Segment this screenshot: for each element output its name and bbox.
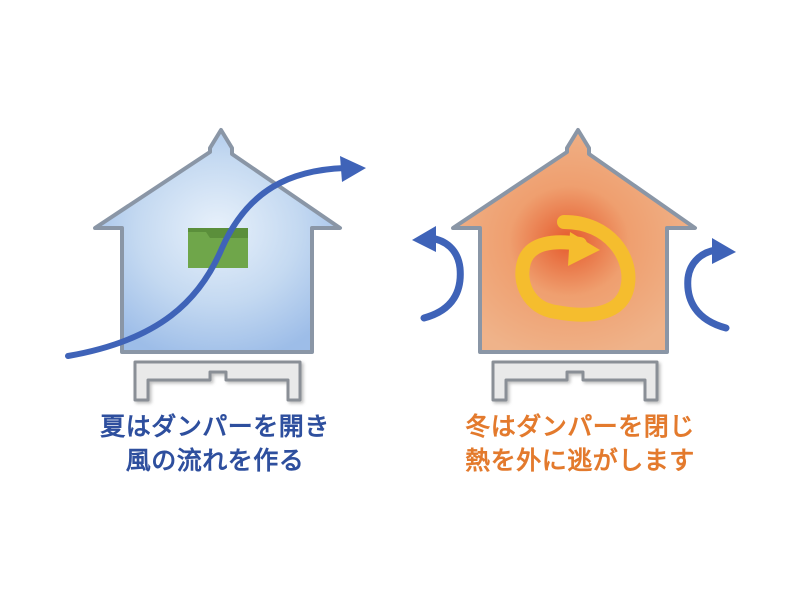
left-escape-arrow <box>420 234 464 322</box>
summer-foundation <box>133 360 302 402</box>
summer-caption-line2: 風の流れを作る <box>125 446 305 475</box>
winter-caption-line2: 熱を外に逃がします <box>465 446 695 475</box>
summer-caption-line1: 夏はダンパーを開き <box>100 412 330 441</box>
heat-swirl-icon <box>515 215 636 322</box>
winter-caption-line1: 冬はダンパーを閉じ <box>465 412 695 441</box>
left-escape-arrowhead <box>412 226 436 252</box>
right-escape-arrowhead <box>712 238 736 264</box>
winter-house <box>412 128 736 402</box>
airflow-arrow <box>65 165 348 359</box>
winter-foundation <box>491 360 659 402</box>
heat-swirl-arrowhead <box>568 232 600 266</box>
summer-house <box>65 128 366 402</box>
summer-caption: 夏はダンパーを開き 風の流れを作る <box>60 410 370 478</box>
winter-caption: 冬はダンパーを閉じ 熱を外に逃がします <box>420 410 740 478</box>
right-escape-arrow <box>684 246 730 332</box>
airflow-arrowhead <box>340 156 366 182</box>
